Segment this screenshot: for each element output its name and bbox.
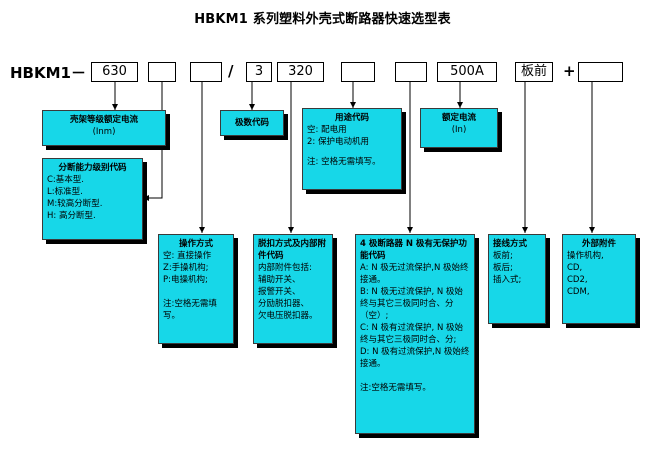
operation-line: Z:手操机构;: [163, 263, 209, 273]
rated-current-box: 额定电流 (In): [420, 108, 498, 148]
frame-current-sub: (Inm): [92, 127, 116, 137]
arrow-poles: [249, 104, 255, 110]
breaking-level-line: L:标准型.: [47, 187, 83, 197]
pole-code-box: 极数代码: [220, 110, 284, 136]
arrow-accessories: [589, 227, 595, 233]
arrow-operation: [199, 227, 205, 233]
arrow-release: [288, 227, 294, 233]
slot-wiring[interactable]: 板前: [515, 62, 553, 82]
frame-current-title: 壳架等级额定电流: [69, 115, 138, 125]
release-line: 内部附件包括:: [258, 263, 312, 273]
operation-box: 操作方式 空: 直接操作 Z:手操机构; P:电操机构; 注:空格无需填写。: [158, 234, 234, 344]
slot-rated-current[interactable]: 500A: [437, 62, 497, 82]
breaking-level-line: H: 高分断型.: [47, 211, 96, 221]
slot-poles[interactable]: 3: [246, 62, 272, 82]
release-line: 辅助开关、: [258, 275, 301, 285]
operation-line: 空: 直接操作: [163, 251, 212, 261]
arrow-frame-current: [112, 104, 118, 110]
slash-separator: /: [228, 62, 234, 80]
usage-code-box: 用途代码 空: 配电用 2: 保护电动机用 注: 空格无需填写。: [302, 108, 402, 190]
page-title: HBKM1 系列塑料外壳式断路器快速选型表: [194, 12, 451, 27]
arrow-n-pole: [407, 227, 413, 233]
usage-code-line: 注: 空格无需填写。: [307, 157, 381, 167]
slot-usage[interactable]: [341, 62, 375, 82]
usage-code-title: 用途代码: [334, 113, 369, 123]
accessories-box: 外部附件 操作机构, CD, CD2, CDM,: [562, 234, 636, 324]
release-title: 脱扣方式及内部附件代码: [258, 239, 327, 261]
slot-operation[interactable]: [190, 62, 222, 82]
breaking-level-line: M:较高分断型.: [47, 199, 103, 209]
arrow-rated-current: [457, 102, 463, 108]
wiring-line: 板前;: [493, 251, 513, 261]
n-pole-box: 4 极断路器 N 极有无保护功能代码 A: N 极无过流保护,N 极始终接通。 …: [355, 234, 475, 434]
operation-line: 注:空格无需填写。: [163, 299, 217, 321]
operation-line: P:电操机构;: [163, 275, 208, 285]
breaking-level-box: 分断能力级别代码 C:基本型. L:标准型. M:较高分断型. H: 高分断型.: [42, 158, 143, 240]
breaking-level-line: C:基本型.: [47, 175, 85, 185]
wiring-title: 接线方式: [493, 239, 528, 249]
release-line: 分励脱扣器、: [258, 299, 310, 309]
slot-release[interactable]: 320: [277, 62, 324, 82]
pole-code-title: 极数代码: [234, 118, 269, 128]
accessories-line: CD,: [567, 263, 583, 273]
n-pole-line: D: N 极有过流保护,N 极始终接通。: [360, 347, 470, 369]
wiring-line: 插入式;: [493, 275, 522, 285]
arrow-breaking-level: [143, 195, 149, 201]
accessories-title: 外部附件: [581, 239, 616, 249]
model-prefix: HBKM1－: [10, 64, 86, 82]
accessories-line: CDM,: [567, 287, 590, 297]
n-pole-title: 4 极断路器 N 极有无保护功能代码: [360, 239, 467, 261]
n-pole-line: 注:空格无需填写。: [360, 383, 431, 393]
operation-line: [163, 286, 229, 298]
usage-code-line: [307, 148, 397, 156]
slot-frame-current[interactable]: 630: [91, 62, 138, 82]
wiring-line: 板后;: [493, 263, 513, 273]
release-line: 报警开关、: [258, 287, 301, 297]
arrow-wiring: [522, 227, 528, 233]
usage-code-line: 空: 配电用: [307, 125, 347, 135]
n-pole-line: B: N 极无过流保护, N 极始终与其它三极同时合、分（空）;: [360, 287, 463, 321]
slot-n-pole[interactable]: [395, 62, 427, 82]
plus-separator: +: [563, 62, 576, 80]
usage-code-line: 2: 保护电动机用: [307, 137, 369, 147]
n-pole-line: [360, 370, 470, 382]
accessories-line: CD2,: [567, 275, 588, 285]
breaking-level-title: 分断能力级别代码: [58, 163, 127, 173]
wiring-box: 接线方式 板前; 板后; 插入式;: [488, 234, 546, 324]
n-pole-line: A: N 极无过流保护,N 极始终接通。: [360, 263, 469, 285]
slot-accessories[interactable]: [578, 62, 623, 82]
n-pole-line: C: N 极有过流保护, N 极始终与其它三极同时合、分;: [360, 323, 464, 345]
arrow-usage: [350, 102, 356, 108]
operation-title: 操作方式: [178, 239, 213, 249]
release-box: 脱扣方式及内部附件代码 内部附件包括: 辅助开关、 报警开关、 分励脱扣器、 欠…: [253, 234, 333, 344]
rated-current-title: 额定电流: [441, 113, 476, 123]
slot-breaking-level[interactable]: [148, 62, 176, 82]
accessories-line: 操作机构,: [567, 251, 604, 261]
release-line: 欠电压脱扣器。: [258, 311, 318, 321]
frame-current-box: 壳架等级额定电流 (Inm): [42, 110, 166, 146]
rated-current-sub: (In): [451, 125, 467, 135]
